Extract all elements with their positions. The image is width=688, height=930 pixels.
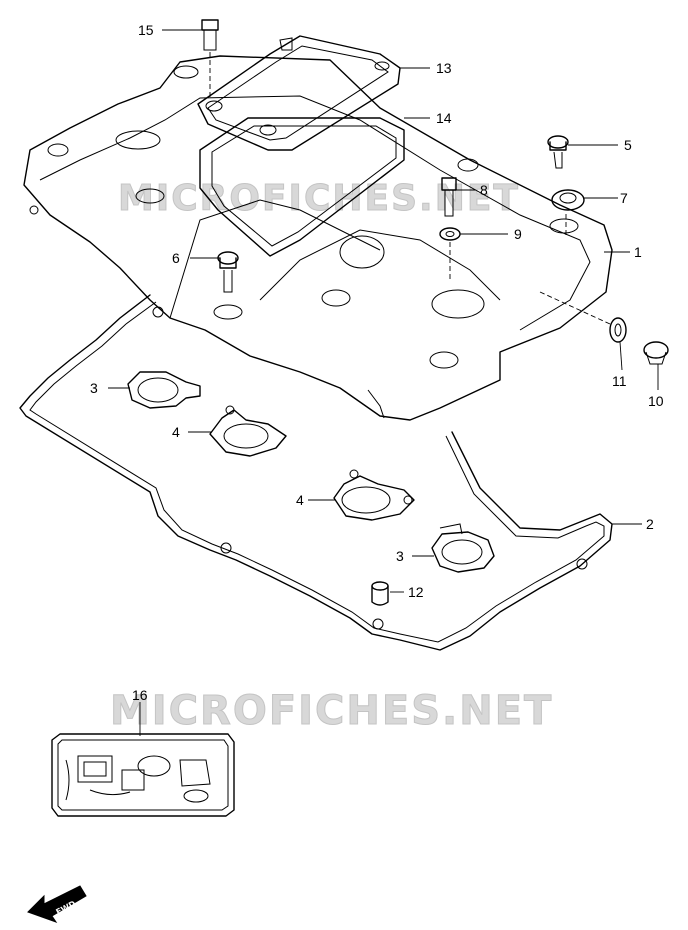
- callout-8: 8: [480, 182, 488, 198]
- washer-9: [439, 227, 461, 282]
- callout-9: 9: [514, 226, 522, 242]
- watermark-bottom: MICROFICHES.NET: [110, 688, 553, 734]
- callout-2: 2: [646, 516, 654, 532]
- callout-16: 16: [132, 687, 148, 703]
- cover-gasket: [19, 294, 613, 651]
- callout-5: 5: [624, 137, 632, 153]
- breather-cover: [197, 35, 401, 151]
- plug-gasket-4a: [209, 405, 287, 457]
- callout-12: 12: [408, 584, 424, 600]
- callout-1: 1: [634, 244, 642, 260]
- callout-3-top: 3: [90, 380, 98, 396]
- grommet: [551, 189, 585, 236]
- leader-lines: [108, 29, 659, 736]
- cap-bolt: [547, 135, 569, 169]
- watermark-top: MICROFICHES.NET: [118, 178, 520, 219]
- dowel-pin-12: [371, 581, 389, 606]
- plug-gasket-4b: [333, 469, 415, 521]
- callout-13: 13: [436, 60, 452, 76]
- cover-bolt-6: [217, 251, 239, 293]
- callout-14: 14: [436, 110, 452, 126]
- plug-gasket-3a: [127, 371, 201, 409]
- callout-11: 11: [612, 373, 627, 389]
- callout-4-bottom: 4: [296, 492, 304, 508]
- forward-arrow: FWD: [27, 885, 87, 923]
- breather-bolt: [201, 19, 219, 100]
- callout-15: 15: [138, 22, 154, 38]
- callouts: 15 13 14 5 7 8 9 1 6 11 10 3 4 4 2 3 12 …: [90, 22, 664, 703]
- washer-11: [539, 291, 627, 343]
- callout-7: 7: [620, 190, 628, 206]
- breather-gasket: [199, 117, 405, 257]
- plug-gasket-3b: [431, 523, 495, 573]
- gasket-set-16: [51, 733, 235, 817]
- plug-10: [643, 341, 669, 365]
- cylinder-head-cover: [23, 55, 613, 421]
- callout-10: 10: [648, 393, 664, 409]
- callout-4-top: 4: [172, 424, 180, 440]
- callout-6: 6: [172, 250, 180, 266]
- callout-3-bottom: 3: [396, 548, 404, 564]
